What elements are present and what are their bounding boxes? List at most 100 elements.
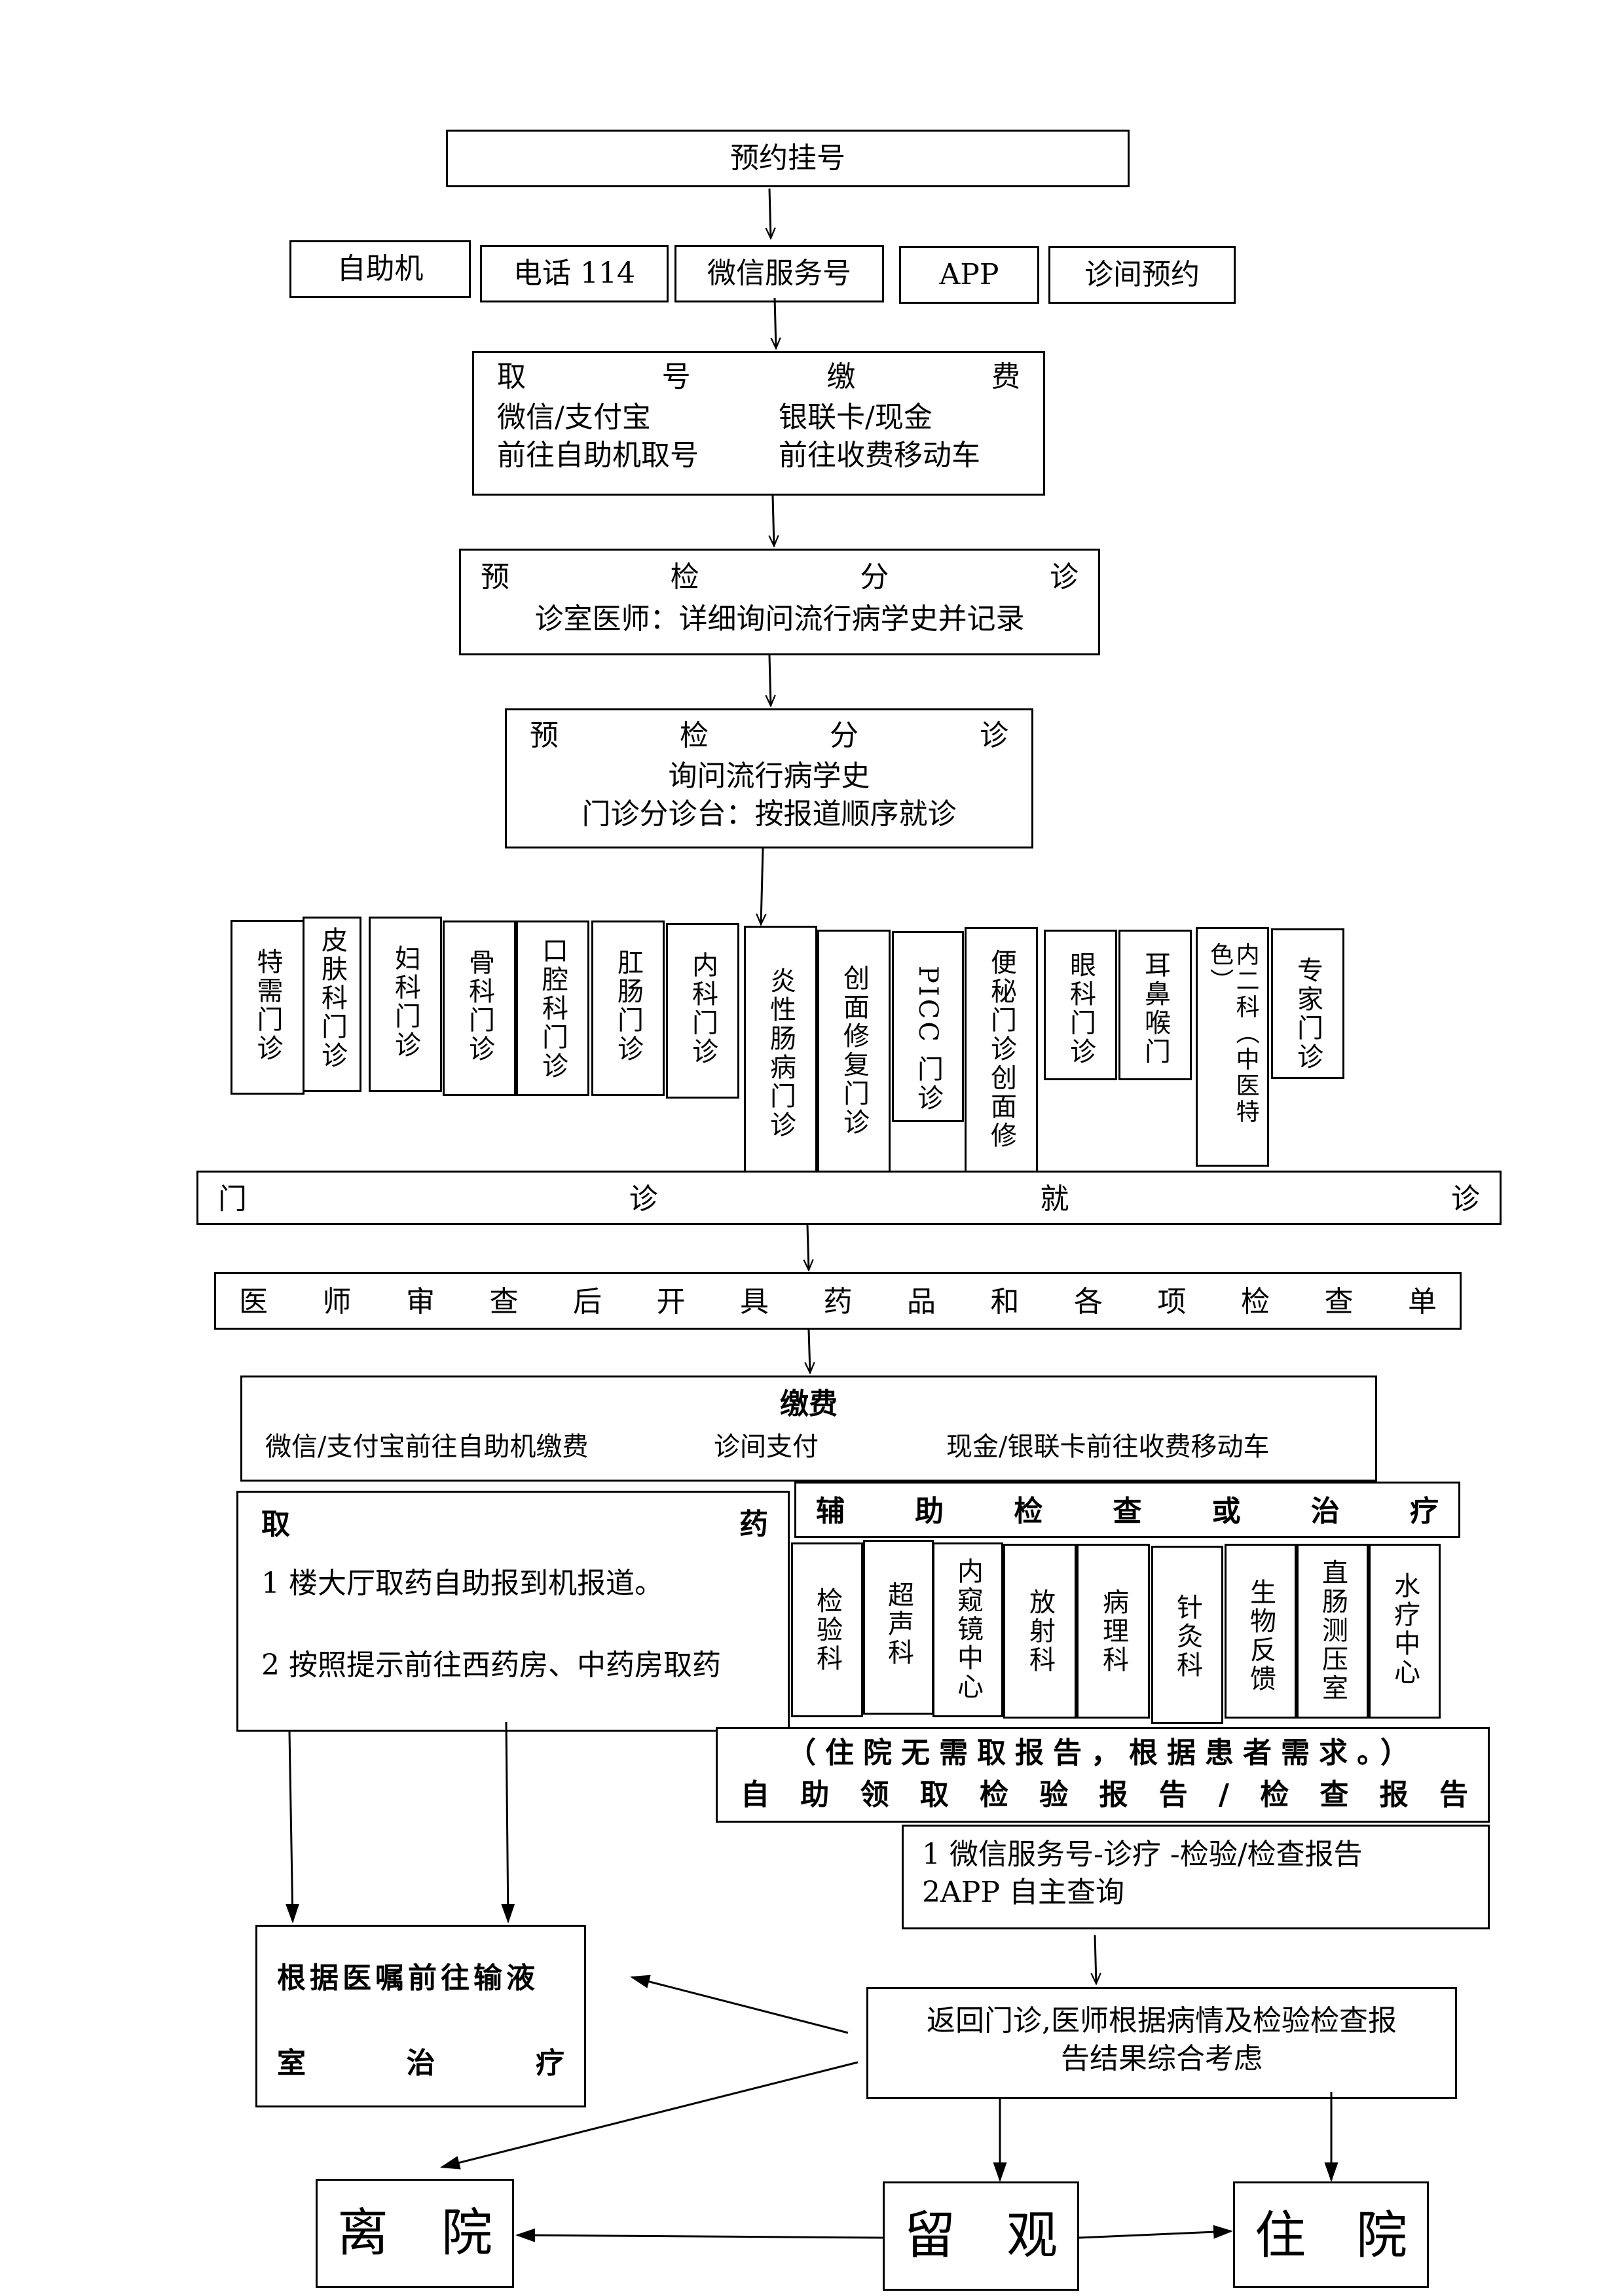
text-char: 查 (1320, 1778, 1349, 1812)
channel-label: 自助机 (337, 252, 424, 286)
title-char: 号 (661, 360, 691, 393)
text-char: 医 (239, 1285, 268, 1319)
auxiliary-dept-box: 生物反馈 (1225, 1544, 1297, 1719)
text-char: 检 (1241, 1285, 1270, 1319)
department-box: 专家门诊 (1271, 928, 1344, 1079)
text-char: 离 (337, 2204, 389, 2263)
text-char: 报 (1379, 1778, 1409, 1812)
arrow (809, 1329, 810, 1373)
triage-room-text: 诊室医师：详细询问流行病学史并记录 (534, 602, 1025, 636)
title-char: 预 (481, 560, 509, 594)
department-box: 皮肤科门诊 (303, 917, 361, 1092)
text-char: 治 (406, 2047, 435, 2080)
text-char: 单 (1408, 1285, 1437, 1319)
title-char: 取 (497, 360, 526, 393)
title-char: 门 (218, 1182, 247, 1216)
auxiliary-dept-box: 直肠测压室 (1297, 1544, 1369, 1719)
doctor-review-title: 医师审查后开具药品和各项检查单 (239, 1283, 1437, 1321)
text-char: 品 (907, 1285, 936, 1319)
department-label: 内科门诊 (688, 951, 718, 1066)
title-char: 诊 (980, 719, 1008, 752)
pharmacy-title: 取药 (261, 1506, 768, 1543)
arrow (515, 2228, 883, 2242)
auxiliary-dept-label: 直肠测压室 (1318, 1559, 1348, 1703)
auxiliary-dept-label: 生物反馈 (1246, 1578, 1276, 1694)
return-visit-box: 返回门诊,医师根据病情及检验检查报 告结果综合考虑 (866, 1987, 1457, 2099)
title-char: 预 (530, 719, 559, 752)
report-note: （住院无需取报告，根据患者需求。） (787, 1736, 1418, 1770)
payment-option: 诊间支付 (714, 1432, 819, 1462)
arrow (769, 188, 771, 238)
channel-app: APP (899, 246, 1039, 304)
payment-box: 缴费 微信/支付宝前往自助机缴费 诊间支付 现金/银联卡前往收费移动车 (240, 1376, 1377, 1482)
channel-wechat: 微信服务号 (674, 245, 884, 302)
department-box: 眼科门诊 (1044, 930, 1117, 1080)
text-char: 观 (1006, 2206, 1058, 2265)
registration-title: 预约挂号 (730, 141, 845, 175)
title-char: 检 (680, 719, 709, 752)
triage-desk-box: 预 检 分 诊 询问流行病学史 门诊分诊台：按报道顺序就诊 (505, 708, 1033, 848)
auxiliary-dept-box: 病理科 (1077, 1544, 1150, 1719)
infusion-box: 根据医嘱前往输液 室治疗 (255, 1925, 586, 2107)
department-box: PICC 门诊 (892, 931, 964, 1122)
arrow (1079, 2225, 1233, 2239)
arrow (773, 495, 774, 546)
department-box: 内科门诊 (666, 923, 739, 1099)
admission-box: 住院 (1233, 2181, 1429, 2288)
triage-title: 预 检 分 诊 (481, 558, 1079, 596)
return-visit-text: 告结果综合考虑 (1061, 2042, 1263, 2075)
channel-label: 诊间预约 (1084, 258, 1200, 292)
department-box: 口腔科门诊 (516, 920, 589, 1096)
department-label: 骨科门诊 (464, 949, 494, 1064)
doctor-review-box: 医师审查后开具药品和各项检查单 (214, 1272, 1462, 1330)
line (286, 1731, 300, 1923)
report-channels-box: 1 微信服务号-诊疗 -检验/检查报告 2APP 自主查询 (902, 1825, 1490, 1929)
text-char: 自 (741, 1778, 769, 1812)
text-char: 验 (1039, 1778, 1069, 1812)
text-char: 师 (322, 1285, 352, 1319)
text-char: 取 (919, 1778, 949, 1812)
title-char: 缴 (826, 360, 856, 393)
arrow (761, 848, 763, 924)
text-char: 告 (1439, 1778, 1468, 1812)
department-label: 皮肤科门诊 (317, 926, 347, 1070)
auxiliary-dept-label: 针灸科 (1172, 1594, 1202, 1680)
text-char: 药 (823, 1285, 853, 1319)
channel-label: APP (939, 258, 999, 292)
department-label: 炎性肠病门诊 (766, 967, 796, 1140)
department-box: 创面修复门诊 (817, 930, 891, 1175)
channel-clinic: 诊间预约 (1048, 246, 1236, 304)
line (501, 1721, 515, 1923)
observation-label: 留观 (904, 2203, 1058, 2269)
department-box: 肛肠门诊 (591, 920, 665, 1096)
pharmacy-step: 2 按照提示前往西药房、中药房取药 (261, 1649, 721, 1682)
department-label: 眼科门诊 (1065, 951, 1096, 1066)
department-label: 口腔科门诊 (538, 937, 568, 1081)
report-title: 自助领取检验报告/检查报告 (741, 1776, 1468, 1813)
ticket-payment-box: 取 号 缴 费 微信/支付宝 前往自助机取号 银联卡/现金 前往收费移动车 (472, 351, 1045, 496)
text-char: 项 (1157, 1285, 1187, 1319)
admission-label: 住院 (1255, 2203, 1407, 2269)
arrow (769, 655, 771, 706)
channel-kiosk: 自助机 (289, 240, 471, 298)
triage-title: 预 检 分 诊 (530, 717, 1008, 754)
department-box: 炎性肠病门诊 (744, 926, 817, 1173)
text-char: 助 (915, 1495, 944, 1528)
text-char: 检 (979, 1778, 1008, 1812)
outpatient-visit-box: 门 诊 就 诊 (196, 1171, 1502, 1225)
offline-payment-text: 银联卡/现金 (779, 401, 932, 434)
text-char: 具 (740, 1285, 769, 1319)
text-char: 开 (656, 1285, 686, 1319)
title-char: 分 (860, 560, 889, 594)
observation-box: 留观 (883, 2181, 1079, 2291)
department-label: 内二科（中医特色） (1206, 942, 1259, 1125)
channel-phone: 电话 114 (480, 245, 669, 302)
text-char: 检 (1260, 1778, 1289, 1812)
department-box: 耳鼻喉门 (1118, 930, 1192, 1080)
discharge-label: 离院 (337, 2200, 492, 2267)
text-char: 留 (904, 2206, 956, 2265)
title-char: 诊 (1049, 560, 1079, 594)
department-label: 特需门诊 (252, 948, 283, 1063)
text-char: 取 (261, 1508, 290, 1541)
online-payment-text: 微信/支付宝 (497, 401, 651, 434)
